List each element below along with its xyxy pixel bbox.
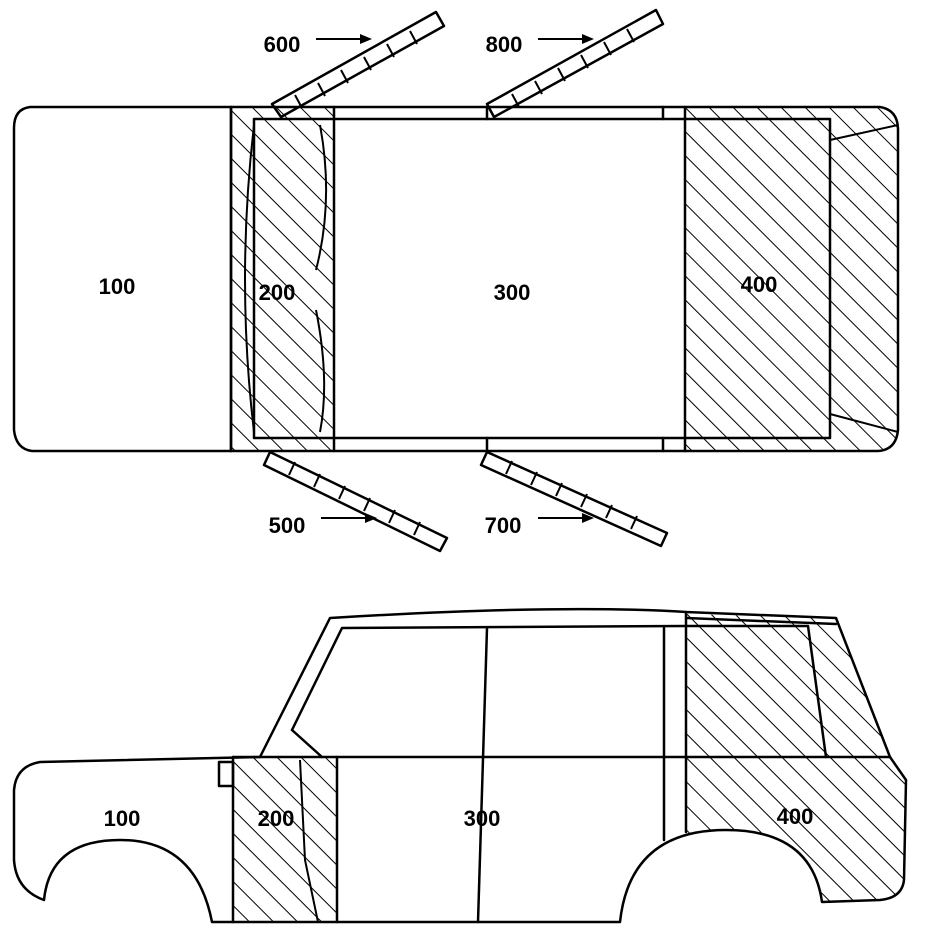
- arrow-500-head: [365, 513, 377, 523]
- top-body-outline: [229, 105, 900, 453]
- side-a-pillar: [290, 728, 324, 759]
- side-front-section-hatch: [233, 758, 337, 922]
- door-800: [485, 8, 665, 119]
- door-700: [479, 450, 669, 548]
- side-mirror: [217, 760, 235, 788]
- top-windshield-curve-2: [315, 124, 328, 433]
- top-windshield-curve: [244, 124, 255, 433]
- label-600: 600: [264, 32, 301, 57]
- top-label-hood: 100: [99, 274, 136, 299]
- side-window-frame: [290, 624, 828, 759]
- arrow-700-head: [582, 513, 594, 523]
- top-rear-section-hatch: [685, 107, 830, 451]
- top-rear-end-hatch: [830, 107, 898, 451]
- door-600: [270, 10, 446, 119]
- side-label-hood: 100: [104, 806, 141, 831]
- side-body-outline: [12, 607, 908, 924]
- top-front-section-hatch: [231, 107, 334, 451]
- top-rear-window-lines: [829, 124, 899, 433]
- side-rear-wheel-arch: [620, 830, 822, 922]
- side-label-center-section: 300: [464, 806, 501, 831]
- side-roof-rear-line: [684, 616, 838, 626]
- label-700: 700: [485, 513, 522, 538]
- label-500: 500: [269, 513, 306, 538]
- arrow-800-head: [582, 34, 594, 44]
- arrow-600-head: [360, 34, 372, 44]
- side-label-front-section: 200: [258, 806, 295, 831]
- top-label-center-section: 300: [494, 280, 531, 305]
- top-cabin-outline: [252, 117, 832, 440]
- label-800: 800: [486, 32, 523, 57]
- top-view: 100 200 300 400 600 800 500 700: [12, 8, 900, 553]
- side-label-rear-section: 400: [777, 804, 814, 829]
- top-hood-outline: [12, 105, 233, 453]
- side-front-door-edge: [299, 759, 319, 923]
- side-b-pillar: [476, 626, 489, 924]
- top-label-rear-section: 400: [741, 272, 778, 297]
- top-label-front-section: 200: [259, 280, 296, 305]
- door-500: [262, 450, 449, 553]
- side-view: 100 200 300 400: [12, 607, 908, 924]
